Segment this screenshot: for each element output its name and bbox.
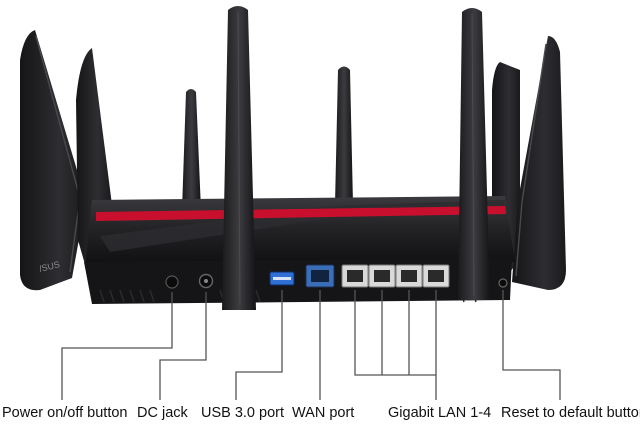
leader-lan — [354, 290, 437, 400]
leader-lines — [61, 290, 561, 400]
front-antenna-left — [222, 6, 256, 310]
lan-port-4 — [422, 264, 450, 288]
rear-antenna-left — [182, 89, 201, 210]
dc-jack — [198, 273, 214, 289]
leader-power — [61, 292, 173, 400]
router-body — [84, 196, 515, 304]
rear-antenna-center — [335, 66, 353, 205]
side-logo: /SUS — [38, 259, 61, 274]
lan-port-1 — [341, 264, 369, 288]
label-reset-button: Reset to default button — [501, 405, 640, 421]
label-dc-jack: DC jack — [137, 405, 188, 421]
usb-port — [269, 271, 295, 286]
left-outer-antenna — [20, 30, 86, 291]
label-power-button: Power on/off button — [2, 405, 128, 421]
lan-ports — [341, 264, 450, 288]
front-antenna-right — [458, 8, 490, 300]
lan-port-2 — [368, 264, 396, 288]
lan-port-3 — [395, 264, 423, 288]
reset-button — [498, 278, 508, 288]
red-accent-stripe — [96, 206, 506, 221]
leader-dc — [159, 292, 207, 400]
leader-usb — [235, 290, 283, 400]
label-wan-port: WAN port — [292, 405, 355, 421]
label-lan-ports: Gigabit LAN 1-4 — [388, 405, 492, 421]
wan-port — [305, 264, 335, 288]
leader-reset — [502, 290, 561, 400]
label-usb-port: USB 3.0 port — [201, 405, 285, 421]
power-button — [165, 275, 179, 289]
right-outer-antenna — [512, 36, 566, 290]
